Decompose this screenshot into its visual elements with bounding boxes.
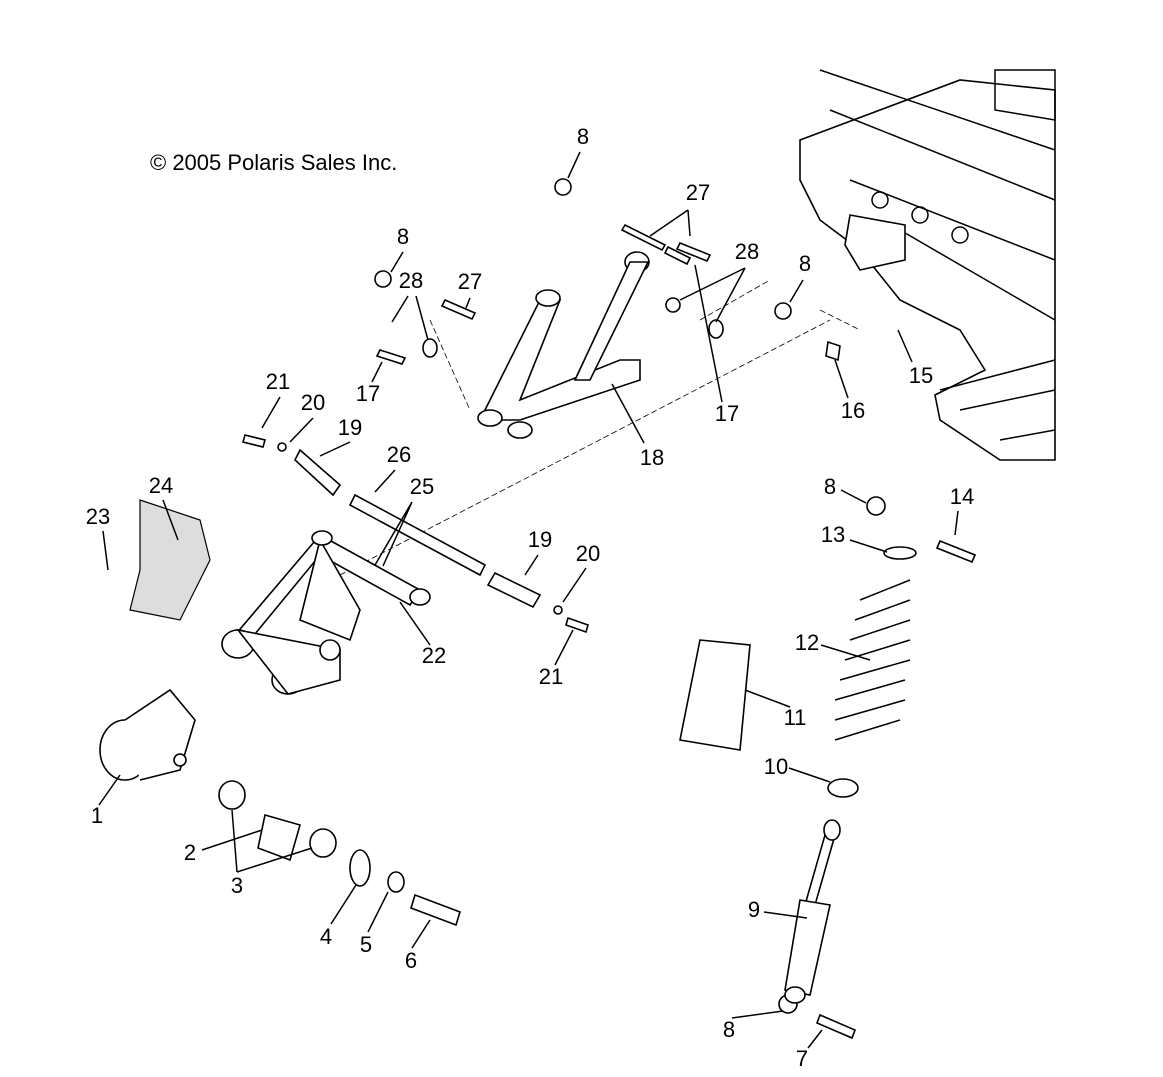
callout-20: 20 [301, 390, 325, 415]
callout-8: 8 [577, 124, 589, 149]
hardware [242, 178, 977, 1014]
pivot-shaft [348, 493, 487, 577]
callout-11: 11 [784, 705, 807, 730]
bushing-lower [486, 571, 542, 609]
callout-15: 15 [909, 363, 933, 388]
callout-28: 28 [399, 268, 423, 293]
callout-8: 8 [799, 251, 811, 276]
callout-18: 18 [640, 445, 664, 470]
callout-19: 19 [338, 415, 362, 440]
callout-23: 23 [86, 504, 110, 529]
hub-knuckle [99, 688, 196, 781]
callout-27: 27 [686, 180, 710, 205]
upper-a-arm [477, 251, 650, 439]
callout-14: 14 [950, 484, 974, 509]
callout-22: 22 [422, 643, 446, 668]
leader-lines [98, 151, 959, 1049]
callout-5: 5 [360, 932, 372, 957]
vehicle-frame [799, 69, 1056, 461]
spring-retainer [827, 778, 859, 798]
callout-2: 2 [184, 840, 196, 865]
callout-12: 12 [795, 630, 819, 655]
bearing-left [218, 780, 246, 810]
callout-3: 3 [231, 873, 243, 898]
callout-28: 28 [735, 239, 759, 264]
guard-plate [129, 499, 211, 621]
callout-16: 16 [841, 398, 865, 423]
callout-21: 21 [266, 369, 290, 394]
callout-25: 25 [410, 474, 434, 499]
washer-5 [387, 871, 405, 893]
callout-10: 10 [764, 754, 788, 779]
shock-boot [679, 639, 751, 751]
callout-6: 6 [405, 948, 417, 973]
callout-17: 17 [356, 381, 380, 406]
washer-4 [349, 849, 371, 887]
callout-26: 26 [387, 442, 411, 467]
bushing-upper [294, 448, 342, 497]
callout-21: 21 [539, 664, 563, 689]
lower-a-arm [221, 530, 431, 695]
coil-spring [834, 579, 911, 741]
callout-7: 7 [796, 1046, 808, 1071]
callout-20: 20 [576, 541, 600, 566]
shock-absorber [784, 819, 841, 1004]
spacer [257, 813, 301, 862]
callout-13: 13 [821, 522, 845, 547]
callout-4: 4 [320, 924, 332, 949]
alignment-lines [339, 279, 861, 576]
callout-24: 24 [149, 473, 173, 498]
bolt-6 [410, 893, 461, 927]
callout-8: 8 [723, 1017, 735, 1042]
callout-labels: 8 27 8 28 27 28 8 17 21 20 19 26 25 24 2… [86, 124, 974, 1071]
bearing-right [309, 828, 337, 858]
callout-9: 9 [748, 897, 760, 922]
copyright-text: © 2005 Polaris Sales Inc. [150, 150, 397, 175]
callout-1: 1 [91, 803, 103, 828]
callout-8: 8 [397, 224, 409, 249]
bolt-7 [815, 1013, 857, 1040]
callout-27: 27 [458, 269, 482, 294]
callout-19: 19 [528, 527, 552, 552]
callout-8: 8 [824, 474, 836, 499]
callout-17: 17 [715, 401, 739, 426]
